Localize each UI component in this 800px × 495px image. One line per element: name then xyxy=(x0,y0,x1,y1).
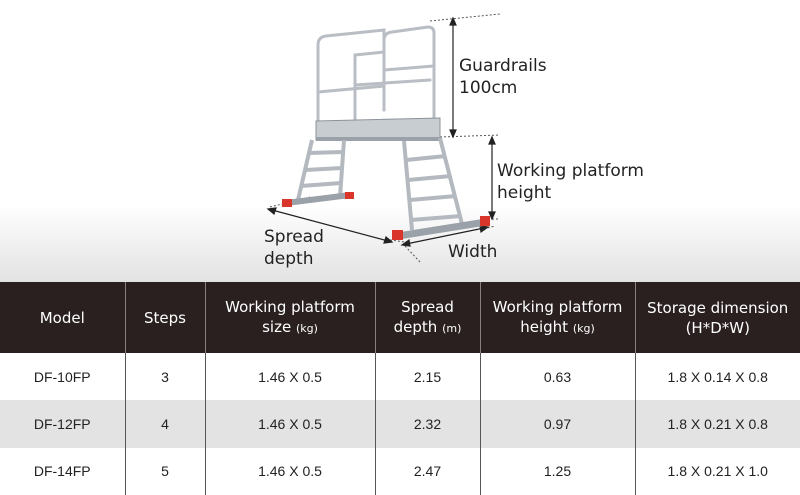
table-row: DF-12FP 4 1.46 X 0.5 2.32 0.97 1.8 X 0.2… xyxy=(0,400,800,448)
cell-model: DF-14FP xyxy=(33,463,91,480)
header-platform-height: Working platform height (kg) xyxy=(479,282,635,353)
cell-model: DF-12FP xyxy=(33,415,91,432)
table-row: DF-10FP 3 1.46 X 0.5 2.15 0.63 1.8 X 0.1… xyxy=(0,353,800,401)
spread-depth-line2: depth xyxy=(264,249,314,269)
header-steps: Steps xyxy=(124,282,205,353)
guardrails-title: Guardrails xyxy=(459,56,547,76)
guardrails-value: 100cm xyxy=(459,78,518,98)
cell-storage-dimension: 1.8 X 0.21 X 0.8 xyxy=(634,400,800,448)
ladder-diagram xyxy=(266,13,501,263)
cell-steps: 4 xyxy=(124,400,205,448)
cell-steps: 5 xyxy=(124,447,205,495)
cell-platform-height: 0.63 xyxy=(479,353,635,401)
table-header-row: Model Steps Working platform size (kg) S… xyxy=(0,282,800,353)
cell-storage-dimension: 1.8 X 0.21 X 1.0 xyxy=(634,447,800,495)
header-spread-depth: Spread depth (m) xyxy=(374,282,480,353)
spread-depth-label: Spread depth xyxy=(264,226,324,270)
cell-platform-size: 1.46 X 0.5 xyxy=(204,400,375,448)
header-model: Model xyxy=(39,308,85,327)
cell-spread-depth: 2.15 xyxy=(374,353,480,401)
cell-platform-height: 0.97 xyxy=(479,400,635,448)
cell-platform-size: 1.46 X 0.5 xyxy=(204,447,375,495)
cell-platform-height: 1.25 xyxy=(479,447,635,495)
spread-depth-line1: Spread xyxy=(264,227,324,247)
width-label: Width xyxy=(448,242,498,262)
guardrails-label: Guardrails 100cm xyxy=(459,55,547,99)
platform-height-line2: height xyxy=(497,183,552,203)
platform-height-line1: Working platform xyxy=(497,161,644,181)
cell-spread-depth: 2.47 xyxy=(374,447,480,495)
platform-height-label: Working platform height xyxy=(497,160,644,204)
cell-steps: 3 xyxy=(124,353,205,401)
cell-model: DF-10FP xyxy=(33,368,91,385)
specifications-table: Model Steps Working platform size (kg) S… xyxy=(0,282,800,495)
cell-spread-depth: 2.32 xyxy=(374,400,480,448)
table-row: DF-14FP 5 1.46 X 0.5 2.47 1.25 1.8 X 0.2… xyxy=(0,447,800,495)
header-storage-dimension: Storage dimension (H*D*W) xyxy=(634,282,800,353)
cell-platform-size: 1.46 X 0.5 xyxy=(204,353,375,401)
header-platform-size: Working platform size (kg) xyxy=(204,282,375,353)
cell-storage-dimension: 1.8 X 0.14 X 0.8 xyxy=(634,353,800,401)
product-illustration: Guardrails 100cm Working platform height… xyxy=(0,0,800,282)
